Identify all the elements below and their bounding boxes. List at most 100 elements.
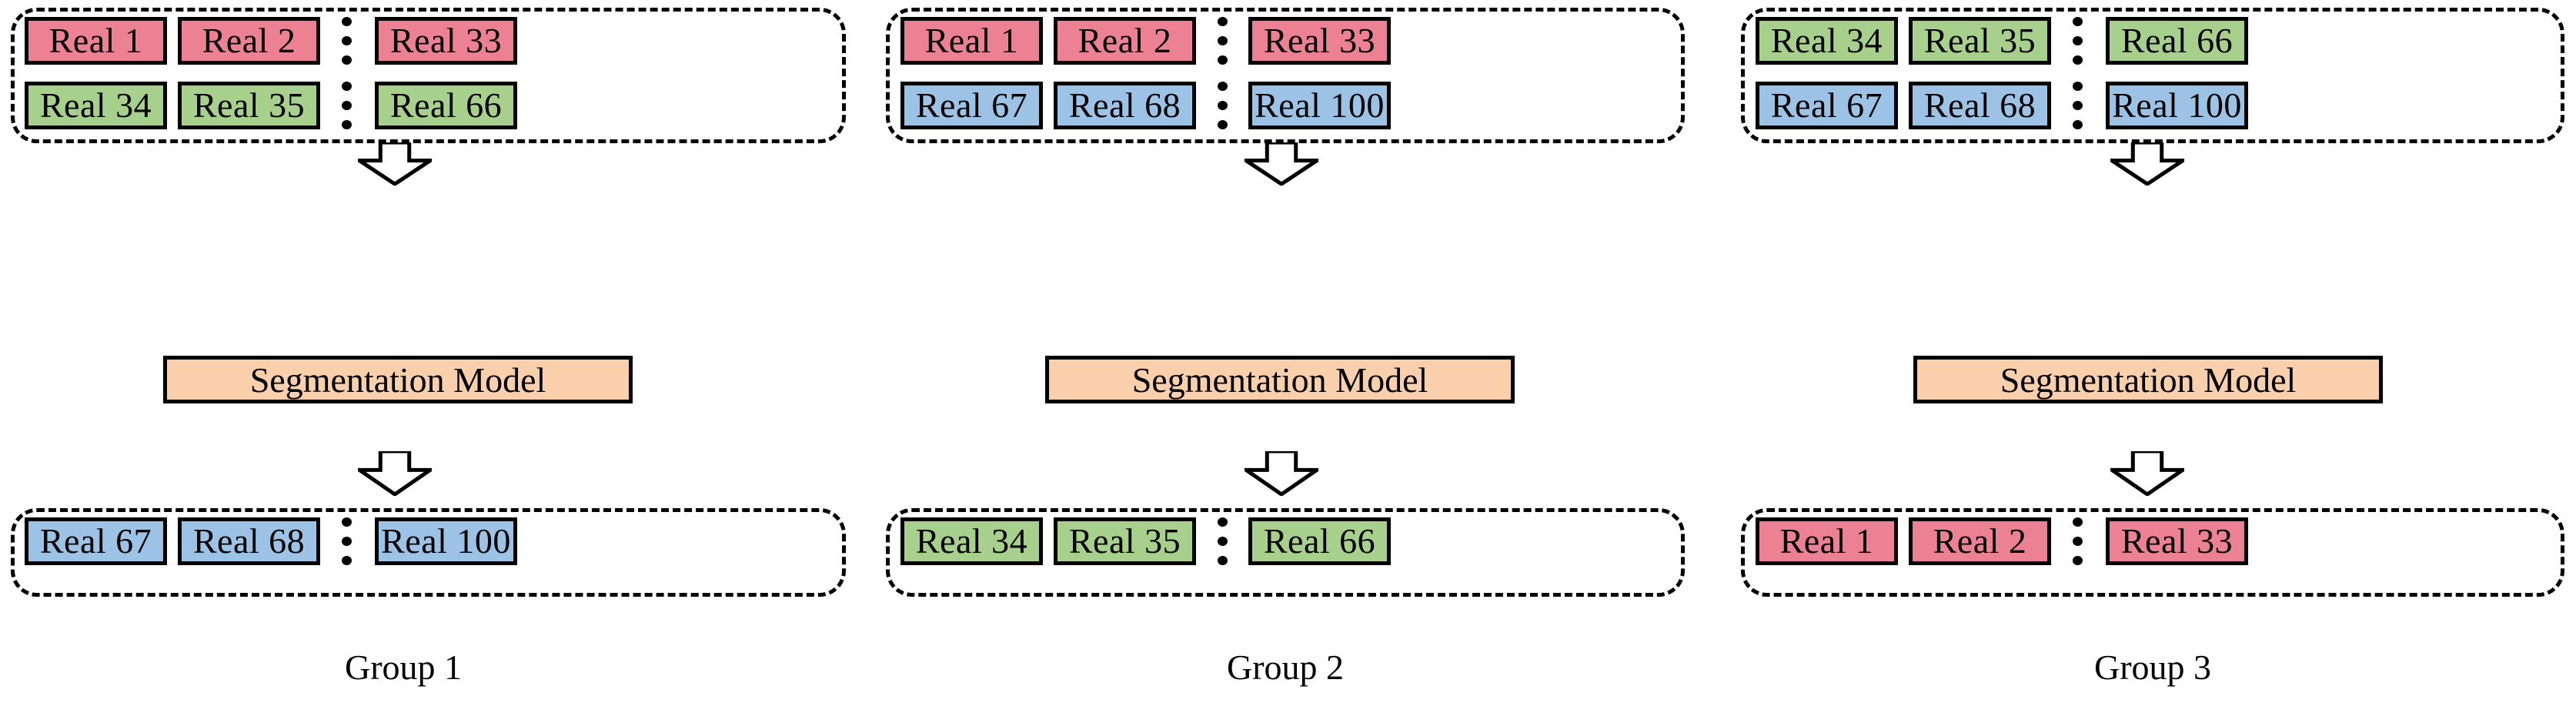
tile-label: Real 68 [1923, 85, 2036, 125]
tile-train-g2-r2-c1: Real 67 [900, 82, 1043, 129]
ellipsis-icon-train-g3-r2 [2066, 82, 2089, 129]
ellipsis-dot [2072, 36, 2083, 45]
ellipsis-dot [2072, 537, 2083, 546]
tile-train-g2-r1-c2: Real 2 [1054, 17, 1196, 65]
tile-label: Real 33 [389, 21, 503, 60]
ellipsis-icon-test-g3-r1 [2066, 517, 2089, 565]
ellipsis-dot [341, 120, 352, 129]
tile-train-g3-r2-c3: Real 100 [2106, 82, 2248, 129]
test-set-container-group1 [11, 508, 846, 597]
tile-label: Real 66 [2120, 21, 2234, 60]
tile-train-g2-r2-c3: Real 100 [1248, 82, 1391, 129]
tile-label: Real 66 [389, 85, 503, 125]
ellipsis-dot [341, 36, 352, 45]
segmentation-model-box-group3: Segmentation Model [1913, 356, 2383, 403]
tile-label: Real 34 [39, 85, 152, 125]
tile-label: Real 67 [915, 85, 1028, 125]
ellipsis-dot [341, 556, 352, 565]
tile-train-g2-r1-c1: Real 1 [900, 17, 1043, 65]
arrow-down-to-model-group3 [2110, 142, 2184, 186]
ellipsis-dot [1217, 82, 1228, 91]
ellipsis-dot [341, 82, 352, 91]
tile-label: Real 100 [2112, 85, 2242, 125]
tile-label: Real 1 [1779, 521, 1874, 561]
tile-label: Real 33 [1263, 21, 1376, 60]
tile-train-g1-r1-c2: Real 2 [178, 17, 320, 65]
ellipsis-icon-test-g1-r1 [335, 517, 358, 565]
tile-train-g3-r1-c2: Real 35 [1909, 17, 2051, 65]
ellipsis-icon-train-g2-r1 [1211, 17, 1234, 65]
ellipsis-dot [2072, 101, 2083, 110]
tile-test-g1-r1-c1: Real 67 [25, 517, 167, 565]
ellipsis-dot [341, 55, 352, 65]
ellipsis-dot [341, 517, 352, 527]
tile-train-g1-r2-c2: Real 35 [178, 82, 320, 129]
tile-label: Real 100 [1255, 85, 1385, 125]
ellipsis-icon-train-g1-r1 [335, 17, 358, 65]
tile-label: Real 33 [2120, 521, 2234, 561]
tile-train-g3-r2-c2: Real 68 [1909, 82, 2051, 129]
group-caption-3: Group 3 [2093, 648, 2212, 687]
ellipsis-dot [341, 101, 352, 110]
tile-test-g2-r1-c1: Real 34 [900, 517, 1043, 565]
ellipsis-dot [1217, 55, 1228, 65]
arrow-down-to-model-group2 [1245, 142, 1318, 186]
ellipsis-dot [1217, 556, 1228, 565]
segmentation-model-box-group1: Segmentation Model [163, 356, 633, 403]
tile-label: Real 34 [1770, 21, 1883, 60]
tile-label: Real 2 [202, 21, 296, 60]
train-set-container-group2 [886, 8, 1685, 143]
train-set-container-group3 [1741, 8, 2564, 143]
ellipsis-dot [2072, 120, 2083, 129]
ellipsis-dot [1217, 537, 1228, 546]
ellipsis-dot [2072, 517, 2083, 527]
tile-label: Real 68 [192, 521, 306, 561]
tile-train-g3-r2-c1: Real 67 [1756, 82, 1898, 129]
tile-test-g1-r1-c3: Real 100 [375, 517, 517, 565]
train-set-container-group1 [11, 8, 846, 143]
tile-label: Real 68 [1068, 85, 1181, 125]
group-caption-2: Group 2 [1226, 648, 1345, 687]
tile-train-g1-r1-c3: Real 33 [375, 17, 517, 65]
ellipsis-icon-train-g2-r2 [1211, 82, 1234, 129]
tile-test-g1-r1-c2: Real 68 [178, 517, 320, 565]
tile-test-g2-r1-c2: Real 35 [1054, 517, 1196, 565]
tile-train-g1-r1-c1: Real 1 [25, 17, 167, 65]
test-set-container-group3 [1741, 508, 2564, 597]
tile-label: Real 2 [1078, 21, 1172, 60]
tile-label: Real 100 [381, 521, 511, 561]
tile-label: Real 34 [915, 521, 1028, 561]
tile-test-g3-r1-c2: Real 2 [1909, 517, 2051, 565]
tile-train-g2-r2-c2: Real 68 [1054, 82, 1196, 129]
ellipsis-dot [1217, 36, 1228, 45]
ellipsis-dot [1217, 101, 1228, 110]
ellipsis-icon-train-g1-r2 [335, 82, 358, 129]
ellipsis-dot [341, 17, 352, 26]
tile-label: Real 2 [1933, 521, 2027, 561]
tile-test-g2-r1-c3: Real 66 [1248, 517, 1391, 565]
tile-label: Real 1 [48, 21, 143, 60]
tile-label: Real 35 [1923, 21, 2036, 60]
arrow-down-to-test-set-group2 [1245, 451, 1318, 496]
ellipsis-dot [2072, 82, 2083, 91]
arrow-down-to-test-set-group3 [2110, 451, 2184, 496]
segmentation-model-label: Segmentation Model [249, 360, 546, 400]
ellipsis-dot [1217, 120, 1228, 129]
tile-test-g3-r1-c1: Real 1 [1756, 517, 1898, 565]
tile-label: Real 66 [1263, 521, 1376, 561]
ellipsis-icon-train-g3-r1 [2066, 17, 2089, 65]
tile-label: Real 35 [1068, 521, 1181, 561]
tile-label: Real 67 [1770, 85, 1883, 125]
group-caption-1: Group 1 [344, 648, 463, 687]
ellipsis-icon-test-g2-r1 [1211, 517, 1234, 565]
segmentation-model-label: Segmentation Model [2000, 360, 2297, 400]
tile-label: Real 67 [39, 521, 152, 561]
tile-train-g2-r1-c3: Real 33 [1248, 17, 1391, 65]
arrow-down-to-model-group1 [358, 142, 432, 186]
ellipsis-dot [2072, 556, 2083, 565]
ellipsis-dot [1217, 17, 1228, 26]
ellipsis-dot [2072, 17, 2083, 26]
segmentation-model-box-group2: Segmentation Model [1045, 356, 1515, 403]
tile-test-g3-r1-c3: Real 33 [2106, 517, 2248, 565]
